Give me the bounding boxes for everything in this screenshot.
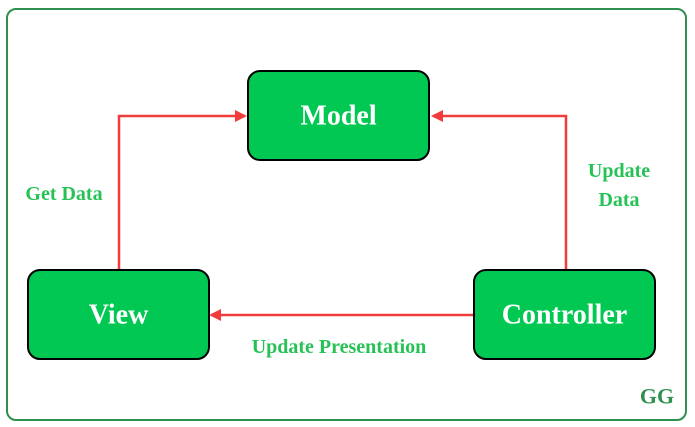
- edge-controller-to-model: [431, 110, 568, 270]
- node-view: View: [27, 269, 210, 360]
- edge-label-update-presentation: Update Presentation: [252, 336, 427, 358]
- logo-mark: GG: [640, 384, 674, 409]
- node-model: Model: [247, 70, 430, 161]
- edge-label-get-data: Get Data: [25, 183, 102, 205]
- edge-label-update-data-line2: Data: [598, 189, 639, 211]
- node-view-label: View: [89, 300, 149, 331]
- edge-label-update-data-line1: Update: [588, 160, 650, 182]
- node-controller-label: Controller: [502, 300, 627, 331]
- node-controller: Controller: [473, 269, 656, 360]
- node-model-label: Model: [300, 101, 376, 132]
- edge-view-to-model: [117, 110, 247, 270]
- gfg-logo-icon: GG: [640, 384, 674, 409]
